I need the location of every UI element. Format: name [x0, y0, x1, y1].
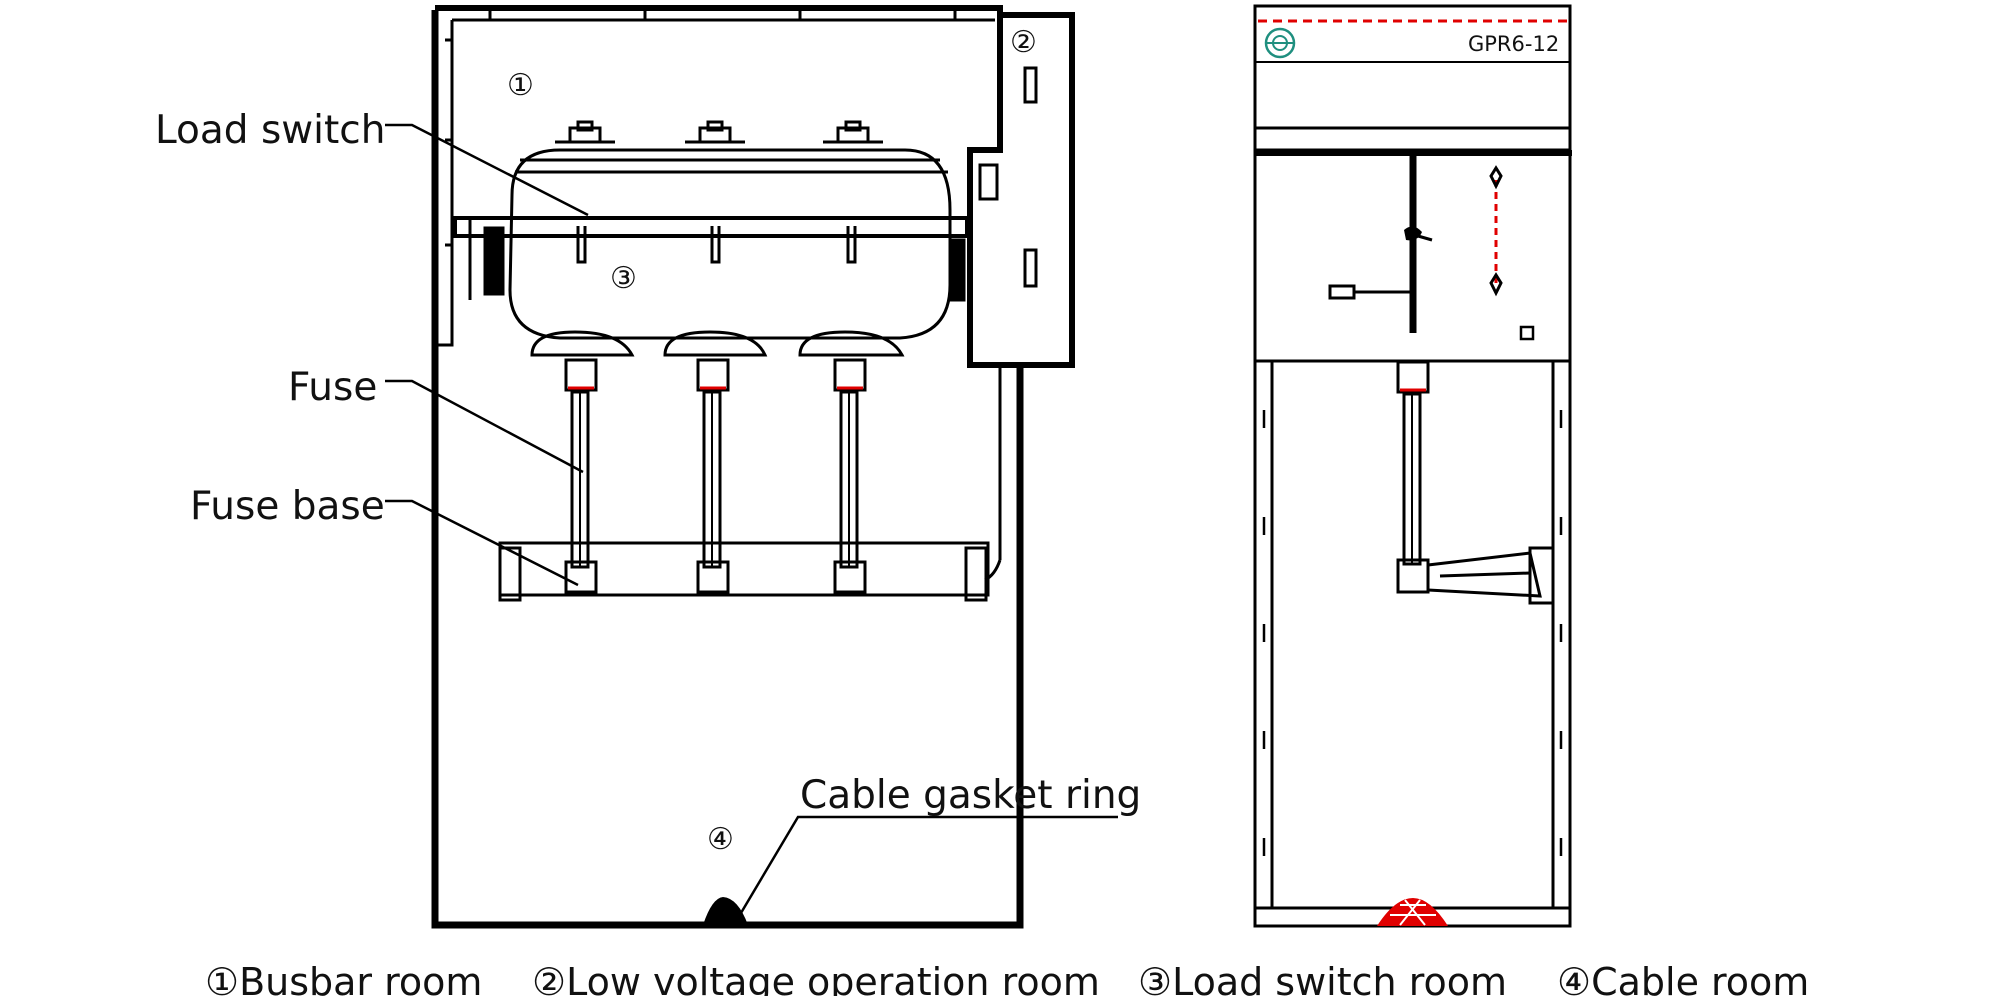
leader-lines [385, 123, 1118, 919]
label-load-switch: Load switch [155, 108, 385, 153]
marker-low-voltage: ② [1010, 25, 1037, 60]
logo-icon [1264, 27, 1296, 59]
side-section-view: ① ② ③ ④ Load switch Fuse Fuse base Cable… [155, 5, 1141, 929]
legend-busbar-room: ①Busbar room [205, 960, 482, 996]
label-fuse-base: Fuse base [190, 484, 385, 529]
fuse-base [498, 541, 990, 602]
legend-load-switch-room: ③Load switch room [1138, 960, 1507, 996]
fuses [564, 358, 867, 594]
front-fuse [1396, 360, 1555, 605]
legend-cable-room: ④Cable room [1557, 960, 1809, 996]
label-cable-gasket-ring: Cable gasket ring [800, 773, 1141, 818]
low-voltage-room [967, 12, 1075, 368]
cable-gasket-ring [703, 897, 748, 925]
legend: ①Busbar room ②Low voltage operation room… [205, 960, 1809, 996]
legend-low-voltage-room: ②Low voltage operation room [532, 960, 1100, 996]
load-switch-vessel [453, 120, 969, 357]
marker-busbar: ① [507, 68, 534, 103]
front-cable-gasket-ring [1377, 898, 1448, 926]
marker-load-switch: ③ [610, 261, 637, 296]
model-badge: GPR6-12 [1468, 32, 1559, 56]
front-view: GPR6-12 [1253, 4, 1572, 928]
marker-cable-room: ④ [707, 822, 734, 857]
label-fuse: Fuse [288, 365, 377, 410]
